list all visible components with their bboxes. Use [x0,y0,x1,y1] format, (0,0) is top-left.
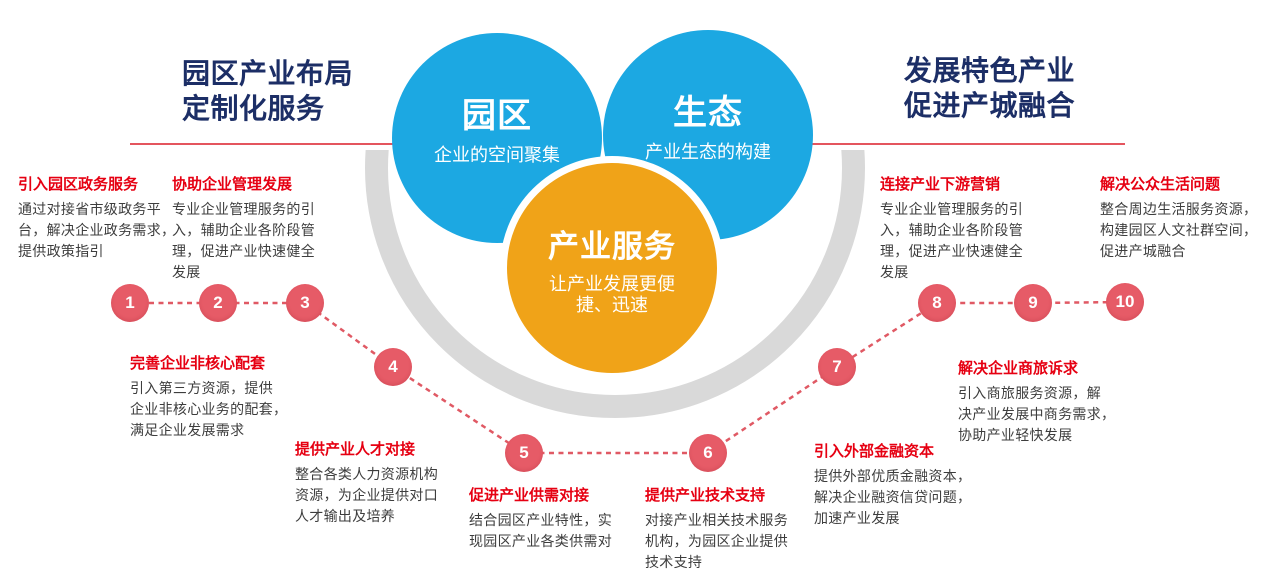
step-heading: 提供产业技术支持 [645,487,766,504]
step-heading: 完善企业非核心配套 [130,355,266,372]
step-body: 结合园区产业特性，实 现园区产业各类供需对 [469,512,612,549]
circle-eco-label: 生态 [673,94,743,132]
step-badge-8: 8 [918,284,956,322]
timeline-line-left [130,143,400,145]
step-badge-4: 4 [374,348,412,386]
step-heading: 解决公众生活问题 [1100,176,1221,193]
title-left-line2: 定制化服务 [182,93,325,124]
title-left: 园区产业布局 定制化服务 [182,56,353,126]
timeline-line-right [810,143,1125,145]
step-block-7: 引入外部金融资本 提供外部优质金融资本， 解决企业融资信贷问题， 加速产业发展 [814,440,990,529]
step-body: 引入商旅服务资源，解 决产业发展中商务需求， 协助产业轻快发展 [958,385,1116,443]
step-heading: 提供产业人才对接 [295,441,416,458]
step-badge-5: 5 [505,434,543,472]
circle-park-label: 园区 [462,97,532,135]
step-heading: 引入外部金融资本 [814,443,935,460]
circle-service-label: 产业服务 [548,228,676,264]
step-block-9: 解决企业商旅诉求 引入商旅服务资源，解 决产业发展中商务需求， 协助产业轻快发展 [958,357,1124,446]
title-right: 发展特色产业 促进产城融合 [904,53,1075,123]
step-badge-7: 7 [818,348,856,386]
dashed-polyline [130,300,1126,455]
step-body: 提供外部优质金融资本， 解决企业融资信贷问题， 加速产业发展 [814,468,972,526]
step-heading: 协助企业管理发展 [172,176,293,193]
step-badge-2: 2 [199,284,237,322]
step-block-8: 连接产业下游营销 专业企业管理服务的引 入，辅助企业各阶段管 理，促进产业快速健… [880,173,1042,283]
step-body: 对接产业相关技术服务 机构，为园区企业提供 技术支持 [645,512,788,570]
step-block-1: 引入园区政务服务 通过对接省市级政务平 台，解决企业政务需求， 提供政策指引 [18,173,180,262]
step-block-2: 协助企业管理发展 专业企业管理服务的引 入，辅助企业各阶段管 理，促进产业快速健… [172,173,334,283]
step-heading: 促进产业供需对接 [469,487,590,504]
circle-park-subtitle: 企业的空间聚集 [434,145,560,165]
step-block-4: 提供产业人才对接 整合各类人力资源机构 资源，为企业提供对口 人才输出及培养 [295,438,457,527]
step-heading: 解决企业商旅诉求 [958,360,1079,377]
step-badge-3: 3 [286,284,324,322]
title-right-line1: 发展特色产业 [904,55,1076,86]
step-block-3: 完善企业非核心配套 引入第三方资源，提供 企业非核心业务的配套， 满足企业发展需… [130,352,296,441]
step-body: 专业企业管理服务的引 入，辅助企业各阶段管 理，促进产业快速健全 发展 [880,201,1023,280]
step-body: 整合周边生活服务资源， 构建园区人文社群空间， 促进产城融合 [1100,201,1258,259]
step-block-5: 促进产业供需对接 结合园区产业特性，实 现园区产业各类供需对 [469,484,639,552]
circle-service: 产业服务 让产业发展更便 捷、迅速 [500,156,724,380]
step-badge-10: 10 [1106,283,1144,321]
step-body: 引入第三方资源，提供 企业非核心业务的配套， 满足企业发展需求 [130,380,288,438]
title-left-line1: 园区产业布局 [182,58,354,89]
step-badge-1: 1 [111,284,149,322]
step-badge-9: 9 [1014,284,1052,322]
step-block-10: 解决公众生活问题 整合周边生活服务资源， 构建园区人文社群空间， 促进产城融合 [1100,173,1270,262]
title-right-line2: 促进产城融合 [904,90,1076,121]
step-heading: 连接产业下游营销 [880,176,1001,193]
step-body: 整合各类人力资源机构 资源，为企业提供对口 人才输出及培养 [295,466,438,524]
step-body: 通过对接省市级政务平 台，解决企业政务需求， 提供政策指引 [18,201,176,259]
circle-service-subtitle: 让产业发展更便 捷、迅速 [549,273,675,315]
step-heading: 引入园区政务服务 [18,176,139,193]
circle-eco-subtitle: 产业生态的构建 [645,142,771,162]
step-body: 专业企业管理服务的引 入，辅助企业各阶段管 理，促进产业快速健全 发展 [172,201,315,280]
step-block-6: 提供产业技术支持 对接产业相关技术服务 机构，为园区企业提供 技术支持 [645,484,807,573]
step-badge-6: 6 [689,434,727,472]
